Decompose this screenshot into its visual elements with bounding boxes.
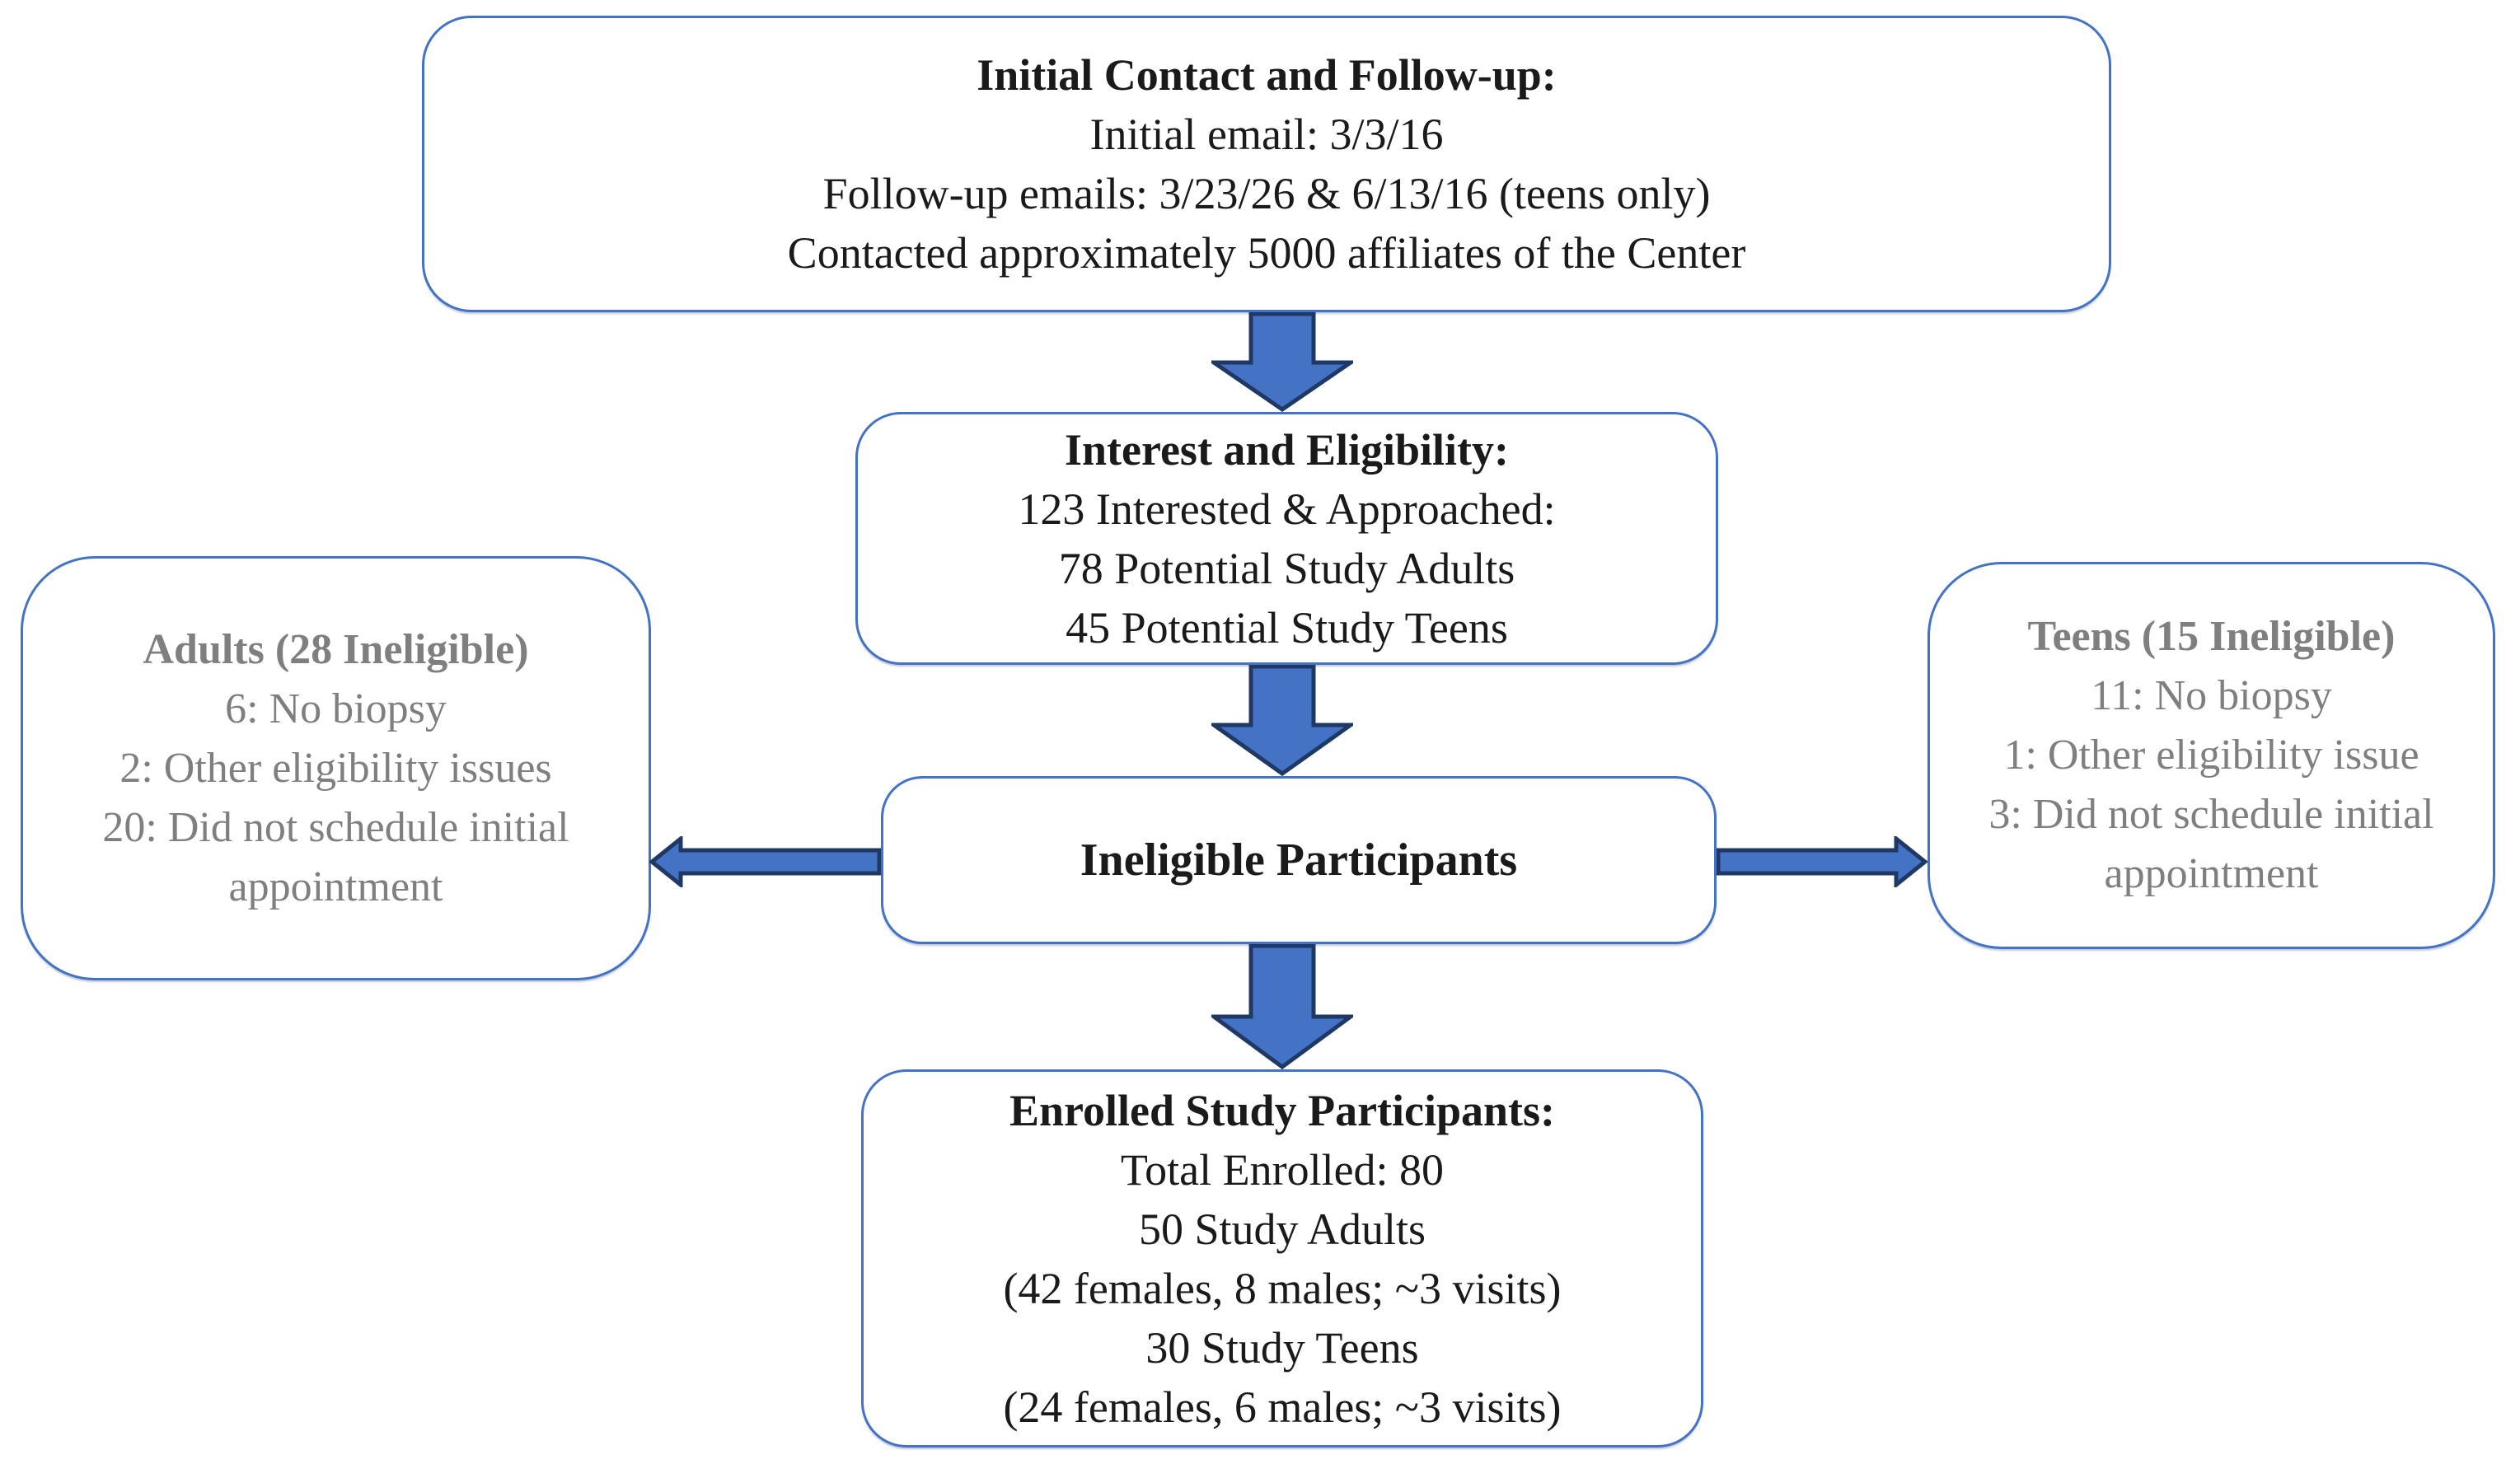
arrow-down-icon xyxy=(1211,944,1353,1069)
box-teens-line: 3: Did not schedule initial appointment xyxy=(1988,791,2434,897)
box-adults-line: 20: Did not schedule initial appointment xyxy=(102,803,569,910)
box-interest-line: 45 Potential Study Teens xyxy=(1066,602,1508,652)
box-enrolled-line: (42 females, 8 males; ~3 visits) xyxy=(1003,1263,1562,1313)
box-teens-title: Teens (15 Ineligible) xyxy=(2027,613,2396,660)
arrow-down-icon xyxy=(1211,665,1353,776)
box-adults-title: Adults (28 Ineligible) xyxy=(143,625,529,673)
box-enrolled-line: (24 females, 6 males; ~3 visits) xyxy=(1003,1382,1562,1432)
box-teens-line: 1: Other eligibility issue xyxy=(2003,732,2419,779)
arrow-right-icon xyxy=(1717,836,1927,887)
box-teens-ineligible: Teens (15 Ineligible) 11: No biopsy 1: O… xyxy=(1927,562,2495,949)
box-ineligible-participants: Ineligible Participants xyxy=(881,776,1717,944)
box-interest-eligibility: Interest and Eligibility: 123 Interested… xyxy=(855,412,1718,665)
box-initial-contact-line: Contacted approximately 5000 affiliates … xyxy=(787,228,1746,278)
box-initial-contact: Initial Contact and Follow-up: Initial e… xyxy=(422,16,2111,312)
arrow-left-icon xyxy=(649,836,881,887)
arrow-down-icon xyxy=(1211,312,1353,412)
box-ineligible-title: Ineligible Participants xyxy=(1080,835,1518,886)
box-enrolled-participants: Enrolled Study Participants: Total Enrol… xyxy=(861,1069,1703,1448)
box-adults-line: 2: Other eligibility issues xyxy=(119,744,552,792)
box-interest-line: 78 Potential Study Adults xyxy=(1058,543,1515,593)
box-enrolled-line: 50 Study Adults xyxy=(1138,1204,1426,1254)
box-adults-line: 6: No biopsy xyxy=(225,685,447,732)
box-enrolled-line: Total Enrolled: 80 xyxy=(1120,1144,1445,1195)
box-enrolled-title: Enrolled Study Participants: xyxy=(1009,1085,1556,1135)
box-teens-line: 11: No biopsy xyxy=(2091,672,2332,719)
box-interest-title: Interest and Eligibility: xyxy=(1064,424,1510,475)
box-enrolled-line: 30 Study Teens xyxy=(1145,1322,1419,1373)
box-adults-ineligible: Adults (28 Ineligible) 6: No biopsy 2: O… xyxy=(21,556,651,980)
box-initial-contact-line: Follow-up emails: 3/23/26 & 6/13/16 (tee… xyxy=(822,169,1711,218)
box-initial-contact-line: Initial email: 3/3/16 xyxy=(1089,110,1444,159)
box-interest-line: 123 Interested & Approached: xyxy=(1018,484,1556,534)
box-initial-contact-title: Initial Contact and Follow-up: xyxy=(977,50,1557,100)
